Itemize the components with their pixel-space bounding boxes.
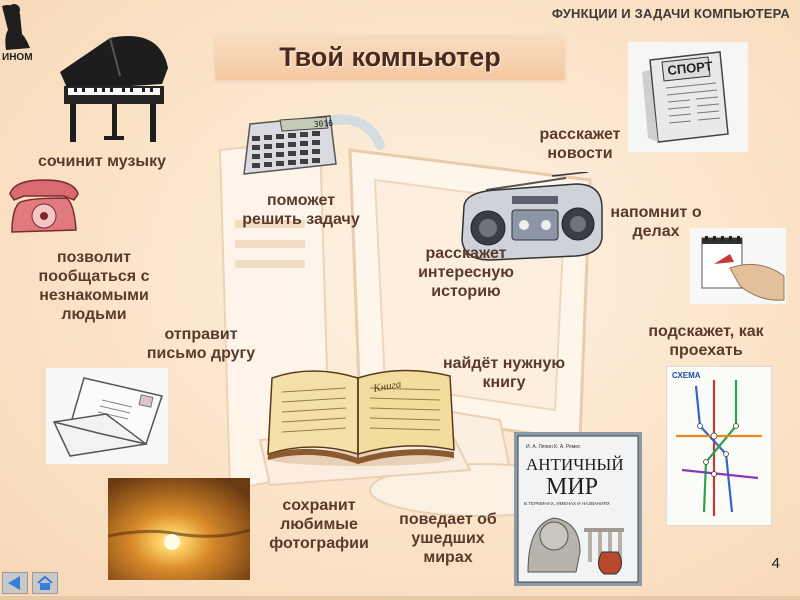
history-book-authors: И. А. Ляпин К. А. Ремес (526, 444, 581, 450)
caption-remind-line-2: делах (632, 223, 680, 240)
section-title: ФУНКЦИИ И ЗАДАЧИ КОМПЬЮТЕРА (551, 6, 790, 21)
title-banner: Твой компьютер (215, 34, 565, 80)
telephone-image (9, 179, 79, 233)
envelope-image (46, 368, 168, 464)
caption-worlds-line-2: ушедших (411, 530, 485, 547)
caption-talk-line-3: незнакомыми (39, 287, 149, 304)
history-book-image: И. А. Ляпин К. А. Ремес АНТИЧНЫЙ МИР В Т… (514, 432, 642, 586)
caption-route-line-2: проехать (669, 342, 743, 359)
caption-talk-line-1: позволит (56, 249, 131, 266)
caption-letter: отправит письмо другу (134, 325, 268, 363)
history-book-title-line-2: МИР (546, 474, 598, 500)
caption-story: расскажет интересную историю (402, 244, 530, 301)
caption-talk: позволит пообщаться с незнакомыми людьми (20, 248, 168, 324)
caption-task-line-1: поможет (266, 192, 336, 209)
caption-worlds-line-3: мирах (423, 549, 473, 566)
back-arrow-icon (8, 576, 20, 590)
back-button[interactable] (2, 572, 28, 594)
logo-text: ИНОМ (2, 52, 33, 63)
caption-story-line-2: интересную (418, 264, 514, 281)
cassette-player-image (461, 172, 603, 261)
piano-image (60, 36, 168, 142)
book-label: Книга (371, 378, 402, 395)
caption-news-line-1: расскажет (539, 126, 621, 143)
metro-map-title: СХЕМА (672, 371, 701, 380)
caption-news-line-2: новости (547, 145, 613, 162)
sunset-photo-image (108, 478, 250, 580)
caption-photos-line-3: фотографии (269, 535, 369, 552)
history-book-subtitle: В ТЕРМИНАХ, ИМЕНАХ И НАЗВАНИЯХ (524, 501, 610, 506)
home-icon (37, 575, 53, 590)
caption-music: сочинит музыку (22, 152, 182, 171)
caption-photos: сохранит любимые фотографии (252, 496, 386, 553)
caption-photos-line-2: любимые (280, 516, 358, 533)
open-book-image: Книга (266, 369, 455, 466)
calculator-image: 3016 (243, 115, 337, 175)
newspaper-title: СПОРТ (667, 58, 714, 78)
history-book-title-line-1: АНТИЧНЫЙ (526, 455, 624, 474)
caption-remind: напомнит о делах (596, 203, 716, 241)
caption-book: найдёт нужную книгу (424, 354, 584, 392)
caption-letter-line-2: письмо другу (146, 345, 256, 362)
caption-worlds: поведает об ушедших мирах (384, 510, 512, 567)
caption-photos-line-1: сохранит (282, 497, 356, 514)
caption-music-line-1: сочинит музыку (37, 153, 166, 170)
logo-icon (2, 4, 30, 50)
metro-map-image: СХЕМА (666, 366, 772, 526)
caption-worlds-line-1: поведает об (399, 511, 497, 528)
page-title: Твой компьютер (279, 42, 501, 72)
caption-story-line-1: расскажет (425, 245, 507, 262)
bottom-strip (0, 596, 800, 600)
caption-story-line-3: историю (431, 283, 501, 300)
caption-route-line-1: подскажет, как (648, 323, 764, 340)
caption-news: расскажет новости (520, 125, 640, 163)
calculator-display: 3016 (314, 119, 334, 129)
caption-task-line-2: решить задачу (242, 211, 360, 228)
newspaper-image: СПОРТ (628, 42, 748, 152)
caption-route: подскажет, как проехать (626, 322, 786, 360)
caption-book-line-2: книгу (482, 374, 526, 391)
notepad-image (690, 228, 786, 304)
page-number: 4 (771, 555, 780, 572)
caption-task: поможет решить задачу (226, 191, 376, 229)
caption-talk-line-2: пообщаться с (38, 268, 150, 285)
caption-book-line-1: найдёт нужную (442, 355, 566, 372)
home-button[interactable] (32, 572, 58, 594)
caption-letter-line-1: отправит (164, 326, 238, 343)
caption-remind-line-1: напомнит о (610, 204, 702, 221)
caption-talk-line-4: людьми (61, 306, 127, 323)
